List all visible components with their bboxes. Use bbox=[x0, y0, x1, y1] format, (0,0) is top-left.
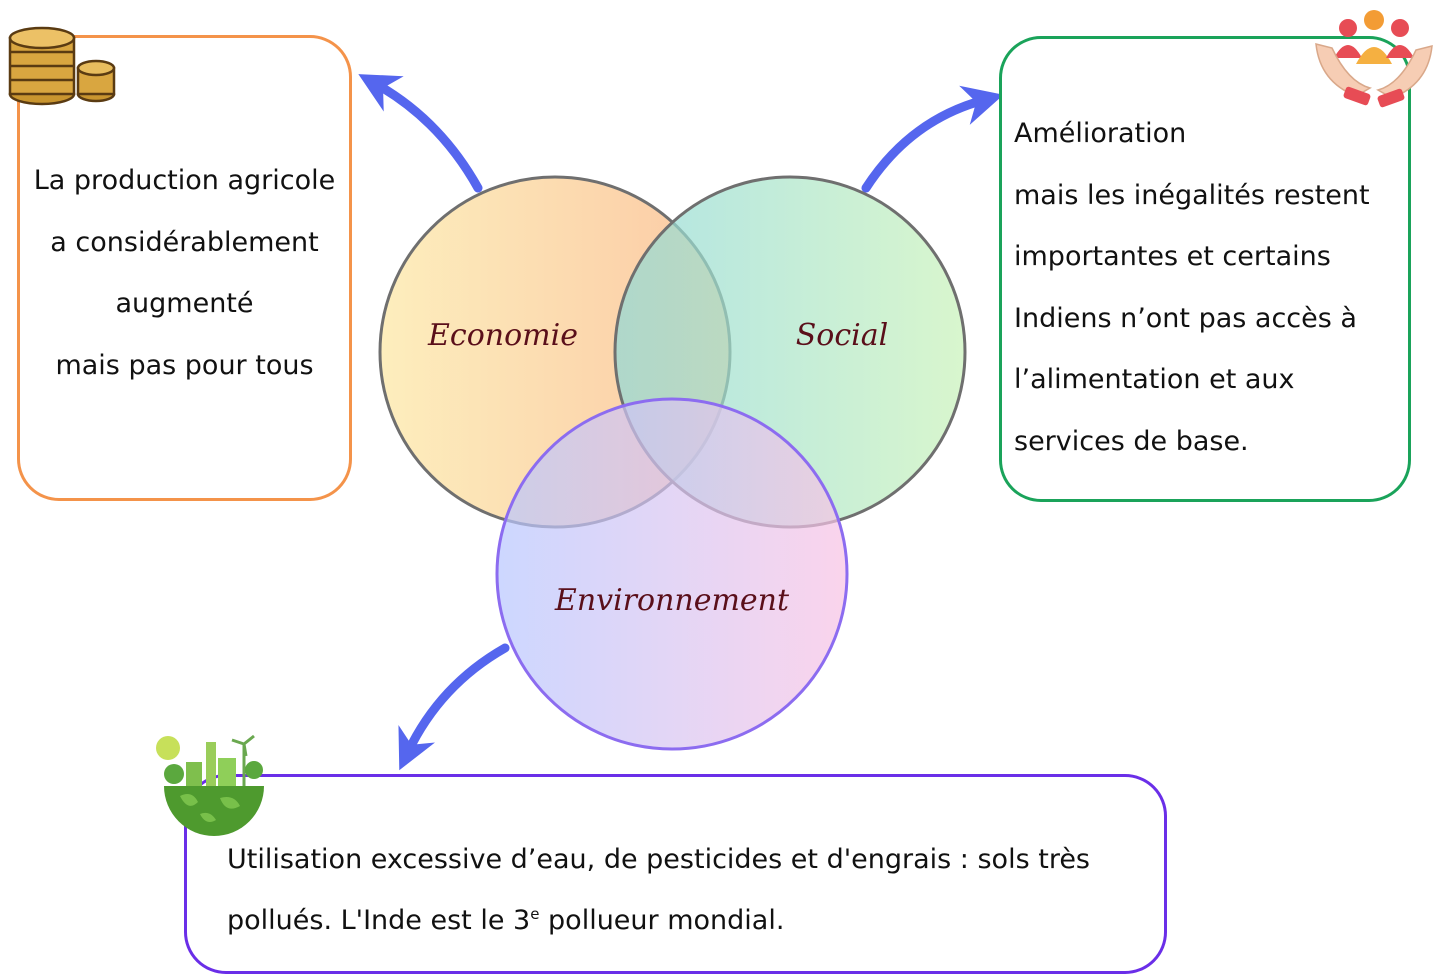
economy-box: La production agricole a considérablemen… bbox=[17, 35, 352, 501]
economy-label: Economie bbox=[427, 318, 578, 353]
arrow-icon bbox=[358, 74, 483, 193]
environment-circle bbox=[495, 397, 849, 751]
social-line: l’alimentation et aux bbox=[1014, 364, 1295, 395]
economy-line: La production agricole bbox=[33, 165, 336, 196]
social-text: Amélioration mais les inégalités restent… bbox=[1014, 103, 1414, 472]
coins-icon bbox=[8, 26, 116, 106]
people-in-hands-icon bbox=[1315, 10, 1433, 108]
ordinal-superscript: e bbox=[530, 905, 540, 923]
economy-line: augmenté bbox=[115, 288, 254, 319]
economy-line: mais pas pour tous bbox=[55, 349, 314, 381]
social-line: mais les inégalités restent bbox=[1014, 179, 1370, 211]
social-line: Indiens n’ont pas accès à bbox=[1014, 302, 1357, 334]
social-line: services de base. bbox=[1014, 425, 1249, 457]
social-label: Social bbox=[796, 318, 889, 353]
environment-text: Utilisation excessive d’eau, de pesticid… bbox=[227, 829, 1147, 951]
environment-line-end: pollueur mondial. bbox=[539, 905, 785, 936]
social-line: Amélioration bbox=[1014, 118, 1187, 149]
environment-line-start: pollués. L'Inde est le 3 bbox=[227, 905, 531, 936]
social-box: Amélioration mais les inégalités restent… bbox=[999, 36, 1411, 502]
environment-label: Environnement bbox=[554, 583, 790, 618]
economy-text: La production agricole a considérablemen… bbox=[20, 150, 349, 396]
environment-line: pollués. L'Inde est le 3e pollueur mondi… bbox=[227, 890, 1147, 951]
environment-line: Utilisation excessive d’eau, de pesticid… bbox=[227, 844, 1090, 875]
economy-line: a considérablement bbox=[50, 226, 319, 258]
arrow-icon bbox=[398, 643, 510, 771]
environment-box: Utilisation excessive d’eau, de pesticid… bbox=[184, 774, 1167, 974]
arrow-icon bbox=[861, 85, 1004, 193]
green-earth-icon bbox=[156, 734, 264, 836]
social-line: importantes et certains bbox=[1014, 241, 1331, 272]
